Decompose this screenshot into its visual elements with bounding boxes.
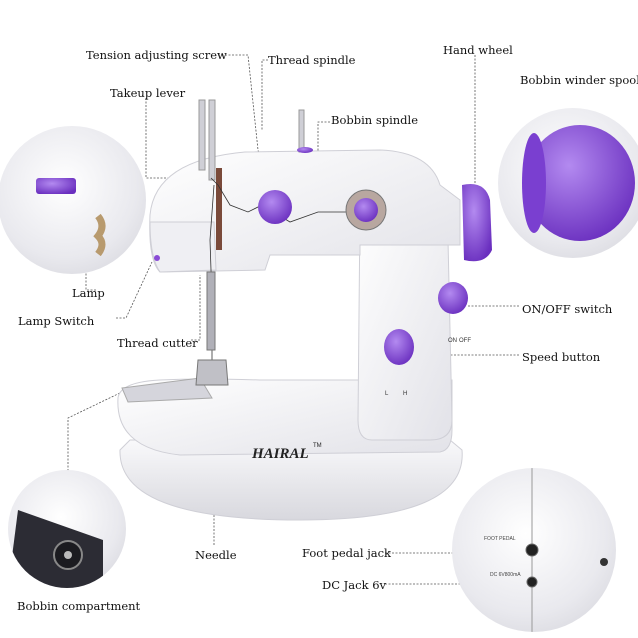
bobbin-winder-inset: [498, 108, 638, 258]
thread-path: [210, 177, 350, 223]
lamp-switch-dot: [154, 255, 160, 261]
jack-inset: FOOT PEDAL DC 6V800mA: [452, 468, 616, 632]
label-bobbin-spindle: Bobbin spindle: [331, 113, 419, 127]
bobbin-winder-edge: [522, 133, 546, 233]
speed-h-text: H: [403, 391, 407, 397]
switch-on-text: ON: [448, 338, 457, 344]
machine-head: [149, 221, 217, 273]
lamp-inset: [0, 126, 146, 274]
presser-foot: [195, 359, 229, 386]
lamp-bulb-coil: [93, 213, 106, 257]
dc-text: DC 6V800mA: [490, 572, 521, 578]
bobbin-compartment-inset: [8, 470, 126, 588]
spool-pin-left: [198, 99, 206, 171]
needle-bar: [206, 271, 216, 351]
bobbin-winder-disc: [525, 125, 635, 241]
label-tension: Tension adjusting screw: [86, 48, 227, 62]
tension-dial: [258, 190, 292, 224]
jack-screw: [600, 558, 608, 566]
takeup-slot: [216, 168, 222, 250]
speed-button-shape: [384, 329, 414, 365]
label-lamp-switch: Lamp Switch: [18, 314, 95, 328]
label-foot-pedal-jack: Foot pedal jack: [302, 546, 392, 560]
lamp-switch-knob: [36, 178, 76, 194]
label-thread-spindle: Thread spindle: [268, 53, 356, 67]
brand-logo: HAIRAL: [251, 446, 309, 462]
label-bobbin-compartment: Bobbin compartment: [17, 599, 141, 613]
label-takeup: Takeup lever: [110, 86, 186, 100]
brand-tm: TM: [313, 443, 322, 449]
thread-spindle-pin: [298, 109, 305, 153]
bobbin-compartment-art: [8, 510, 103, 588]
label-bobbin-winder: Bobbin winder spool: [520, 73, 638, 87]
hand-wheel-shape: [462, 184, 492, 262]
bobbin-winder-art: [522, 125, 635, 241]
label-speed: Speed button: [522, 350, 601, 364]
bobbin-spindle-cap: [354, 198, 378, 222]
label-onoff: ON/OFF switch: [522, 302, 613, 316]
leader-thread-cutter: [191, 275, 201, 341]
label-lamp: Lamp: [72, 286, 105, 300]
foot-pedal-text: FOOT PEDAL: [484, 536, 516, 542]
bobbin-center: [64, 551, 72, 559]
label-dc-jack: DC Jack 6v: [322, 578, 387, 592]
label-hand-wheel: Hand wheel: [443, 43, 513, 57]
thread-spindle-cap: [297, 147, 313, 153]
label-thread-cutter: Thread cutter: [117, 336, 198, 350]
needle-plate: [121, 377, 213, 403]
leader-bobbin-compartment: [67, 391, 123, 478]
leader-thread-spindle: [261, 59, 268, 130]
switch-off-text: OFF: [459, 338, 471, 344]
machine-base: [119, 439, 463, 521]
label-needle: Needle: [195, 548, 237, 562]
leader-tension: [218, 54, 271, 206]
speed-l-text: L: [385, 391, 389, 397]
lamp-inset-art: [36, 178, 106, 257]
jack-inset-art: FOOT PEDAL DC 6V800mA: [484, 468, 608, 632]
foot-pedal-jack-hole: [525, 543, 539, 557]
onoff-button-shape: [438, 282, 468, 314]
dc-jack-hole: [526, 576, 538, 588]
machine-arm: [149, 149, 461, 273]
spool-pin-right: [208, 99, 216, 181]
